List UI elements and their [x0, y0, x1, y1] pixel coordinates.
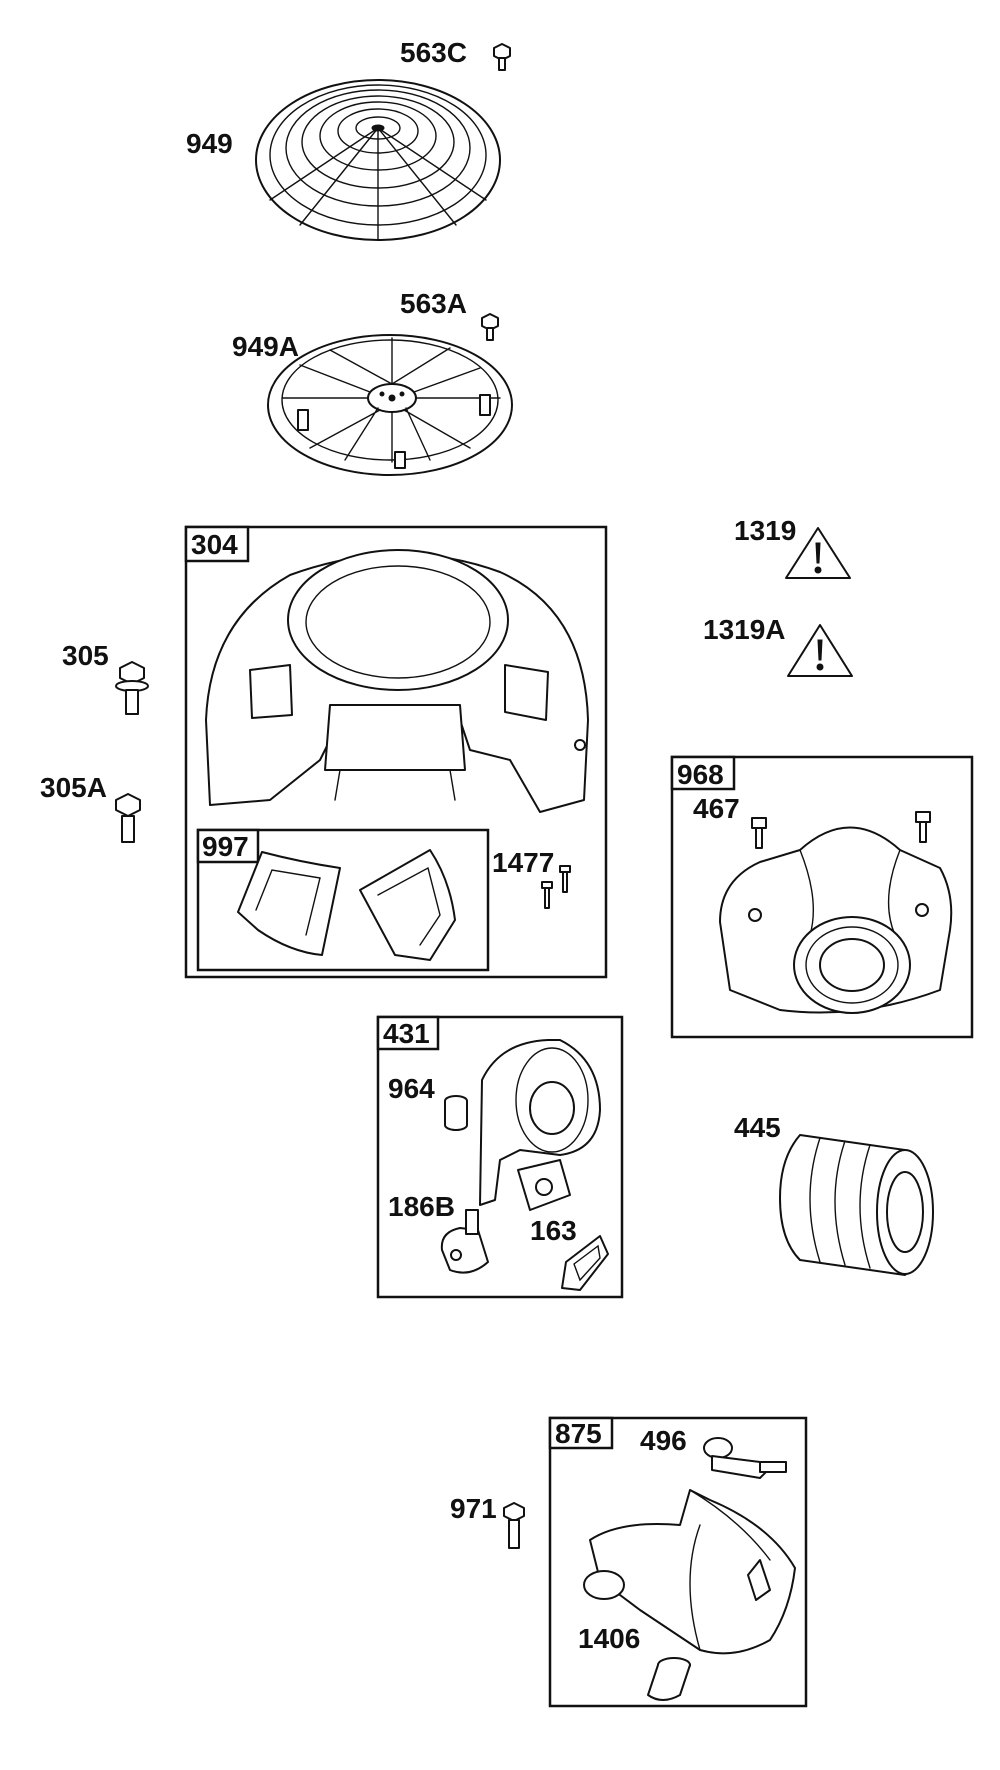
label-467: 467: [693, 793, 740, 824]
label-304: 304: [191, 529, 238, 560]
part-563c-screw: [493, 43, 511, 71]
box-431: [376, 1015, 624, 1299]
label-163: 163: [530, 1215, 577, 1246]
tag-304: [184, 525, 250, 563]
part-971-bolt: [503, 1502, 525, 1549]
label-563a: 563A: [400, 288, 467, 319]
part-949-grille: [255, 79, 501, 241]
part-305a-bolt: [115, 793, 141, 843]
label-964: 964: [388, 1073, 435, 1104]
part-968-cover: [719, 826, 953, 1014]
box-997: [196, 828, 490, 972]
tag-968: [670, 755, 736, 791]
part-163-gasket: [561, 1235, 609, 1291]
part-949a-fan: [267, 334, 513, 476]
part-445-filter: [779, 1134, 934, 1276]
label-1406: 1406: [578, 1623, 640, 1654]
label-445: 445: [734, 1112, 781, 1143]
label-968: 968: [677, 759, 724, 790]
part-304-blower-housing: [205, 549, 589, 813]
label-1319a: 1319A: [703, 614, 786, 645]
label-875: 875: [555, 1418, 602, 1449]
tag-997: [196, 828, 260, 864]
box-875: [548, 1416, 808, 1708]
box-968: [670, 755, 974, 1039]
label-186b: 186B: [388, 1191, 455, 1222]
part-186b-fitting: [440, 1209, 489, 1274]
label-496: 496: [640, 1425, 687, 1456]
part-875-air-guide: [583, 1489, 796, 1655]
part-1406-boot: [647, 1657, 691, 1701]
label-1477: 1477: [492, 847, 554, 878]
box-304: [184, 525, 608, 979]
label-305a: 305A: [40, 772, 107, 803]
label-949: 949: [186, 128, 233, 159]
label-431: 431: [383, 1018, 430, 1049]
tag-875: [548, 1416, 614, 1450]
label-563c: 563C: [400, 37, 467, 68]
label-305: 305: [62, 640, 109, 671]
part-305-bolt: [115, 661, 149, 715]
part-964-sleeve: [444, 1095, 468, 1131]
label-1319: 1319: [734, 515, 796, 546]
part-1319-warning-icon: [785, 527, 851, 579]
part-467-knobs: [751, 811, 931, 849]
tag-431: [376, 1015, 440, 1051]
part-563a-screw: [481, 313, 499, 341]
part-496-fitting: [703, 1437, 787, 1479]
part-1319a-warning-icon: [787, 624, 853, 677]
part-997-baffles: [237, 849, 456, 961]
part-1477-screws: [541, 865, 571, 909]
label-949a: 949A: [232, 331, 299, 362]
label-971: 971: [450, 1493, 497, 1524]
label-997: 997: [202, 831, 249, 862]
part-431-base: [479, 1039, 601, 1211]
